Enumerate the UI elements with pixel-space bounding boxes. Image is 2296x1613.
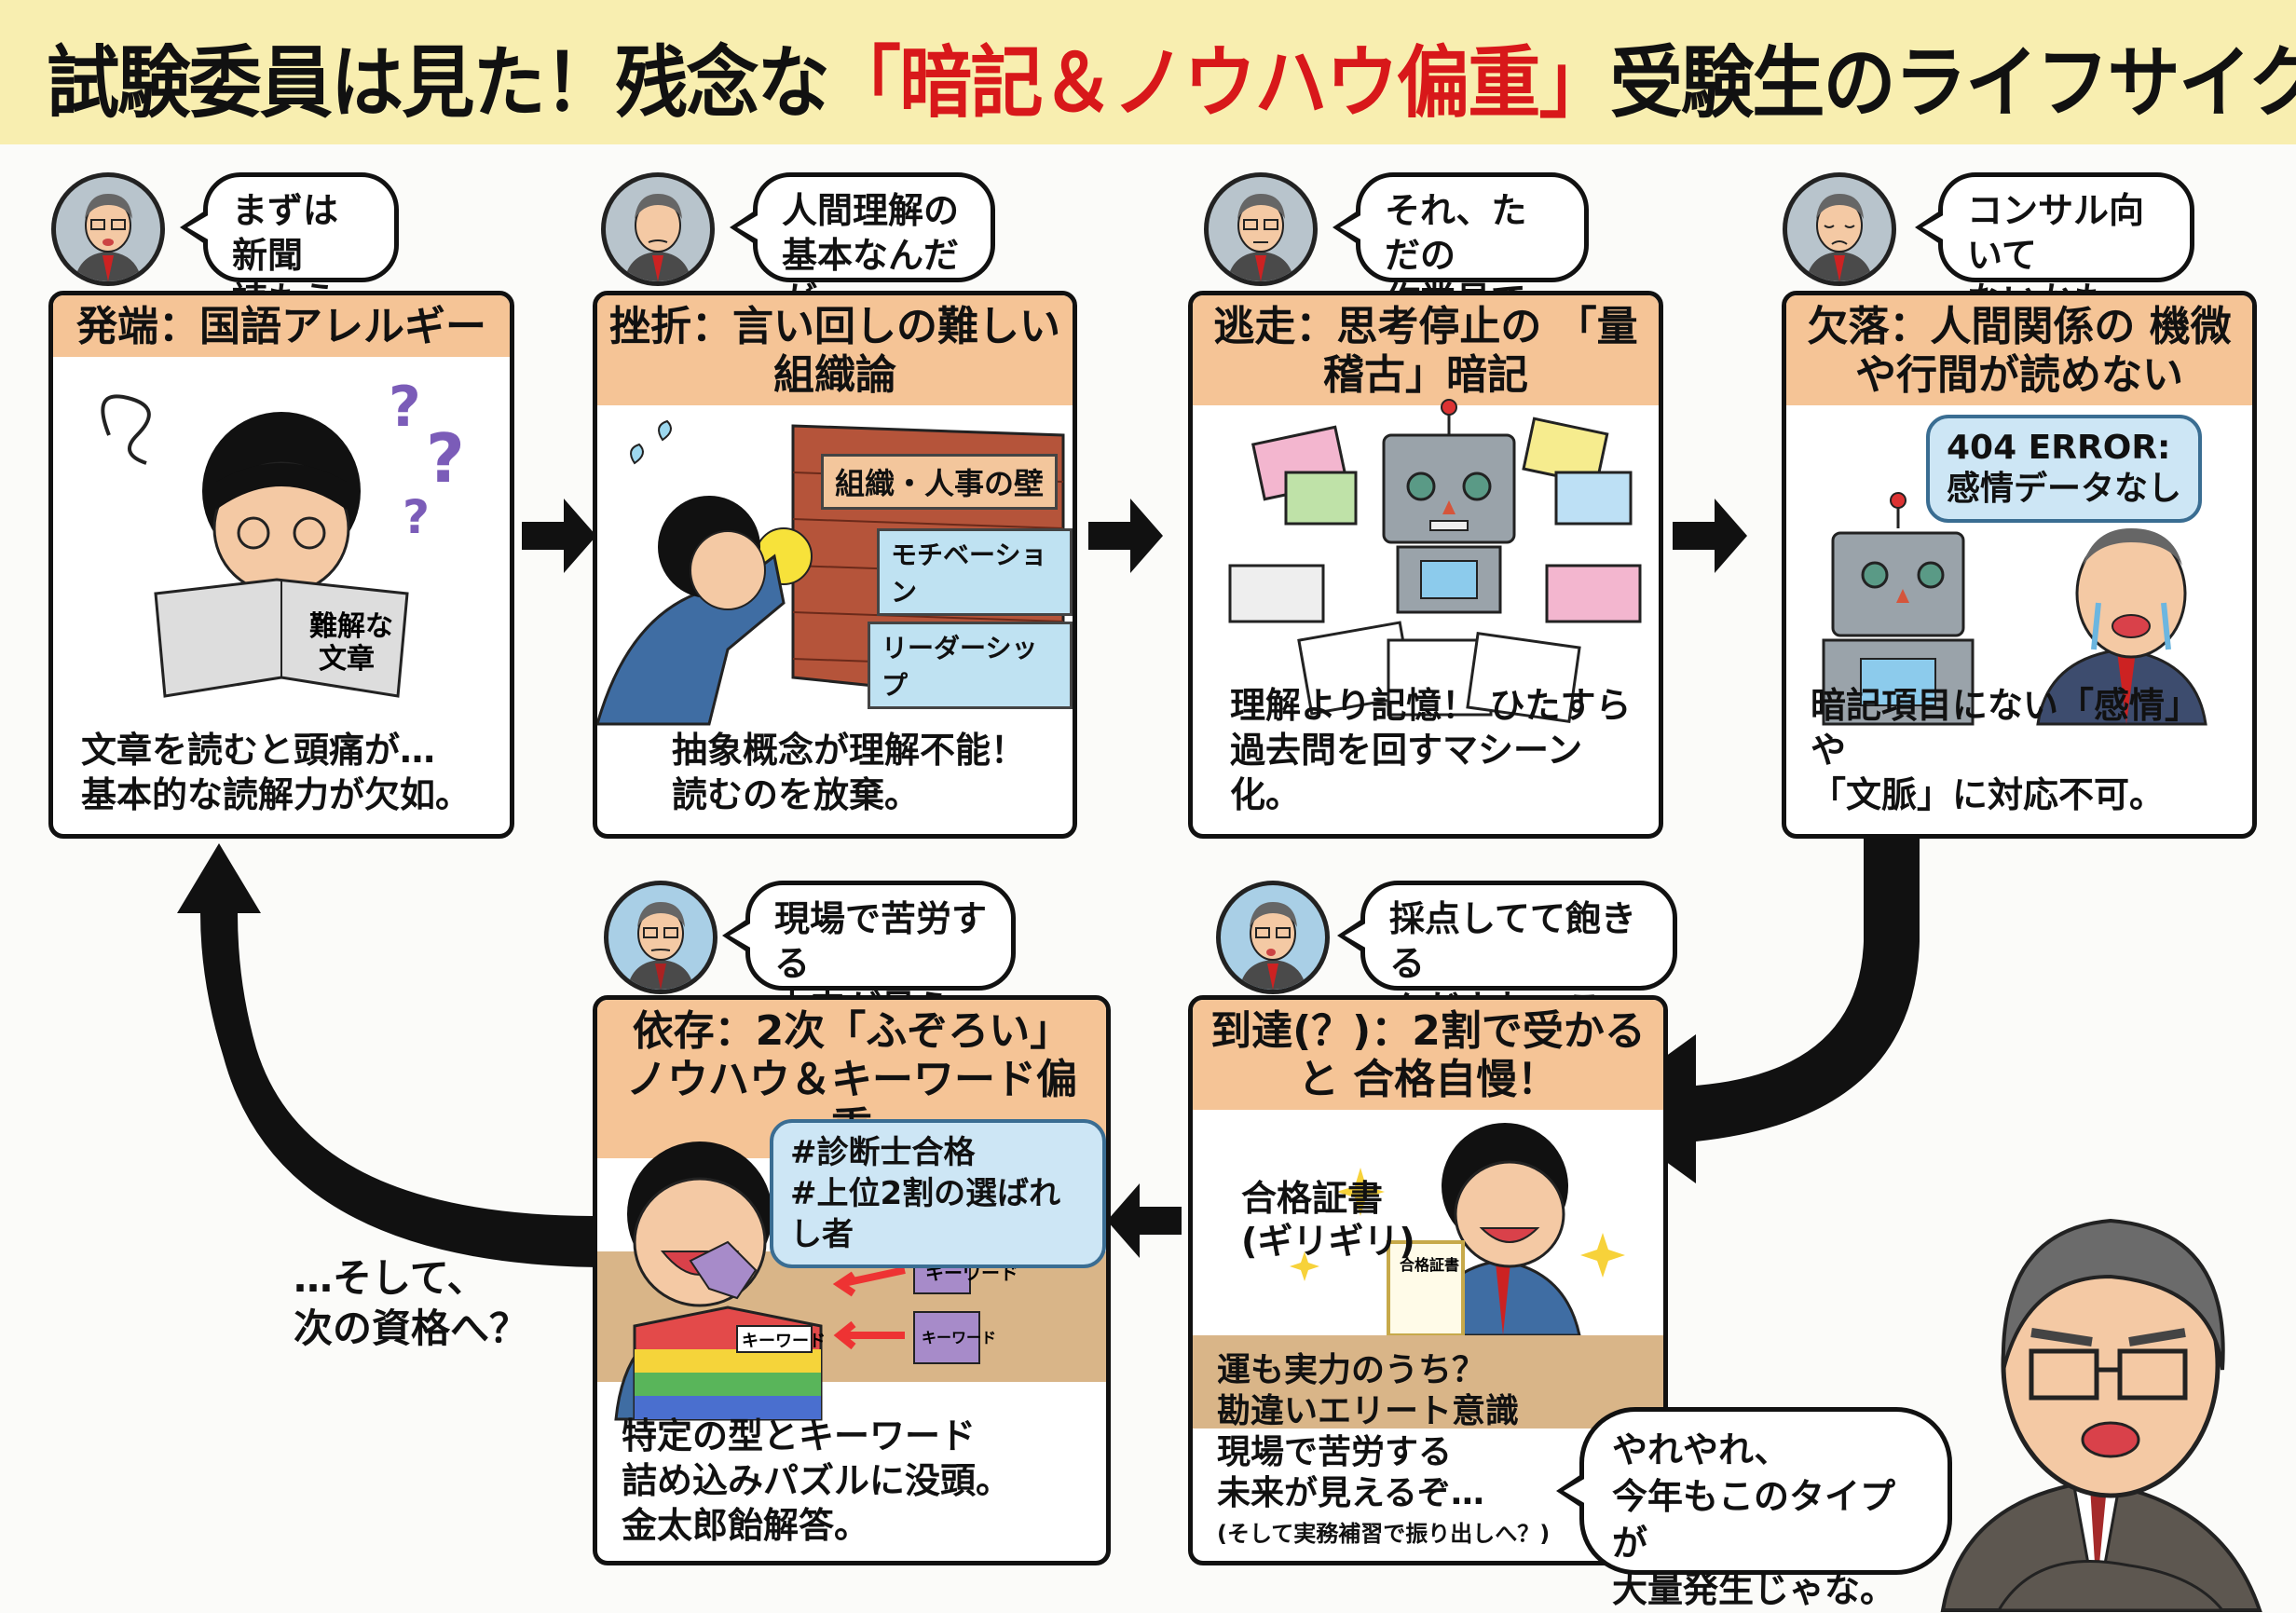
loop-text: …そして、 次の資格へ？ xyxy=(294,1255,529,1351)
flow-arrow-right-icon xyxy=(1088,499,1163,573)
examiner-avatar-6 xyxy=(604,881,718,994)
wall-label: 組織・人事の壁 xyxy=(821,454,1059,510)
paper-stack-icon xyxy=(1545,564,1642,623)
title-prefix: 試験委員は見た！残念な xyxy=(47,37,830,129)
stage-illustration: キーワード キーワード キーワード xyxy=(597,1112,1106,1421)
stage-caption-note: (そして実務補習で振り出しへ？) xyxy=(1217,1521,1551,1547)
sweat-drop-icon xyxy=(630,443,644,465)
examiner-speech-bubble-2: 人間理解の 基本なんだが… xyxy=(730,172,995,321)
puzzle-piece-icon xyxy=(913,1311,980,1364)
examiner-speech-bubble-3: それ、ただの 作業員では？ xyxy=(1332,172,1589,365)
title-suffix: 受験生のライフサイクル xyxy=(1609,37,2296,129)
stage-illustration xyxy=(1193,399,1659,724)
study-robot-illustration xyxy=(1228,399,1642,723)
certificate-text: 合格証書 xyxy=(1400,1256,1459,1274)
examiner-face-icon xyxy=(1239,902,1306,990)
stage-panel-dependence: 依存：2次「ふぞろい」 ノウハウ＆キーワード偏重 キーワード キーワード キーワ… xyxy=(593,995,1111,1565)
robot-head-icon xyxy=(1382,433,1516,544)
red-arrow-icon xyxy=(832,1266,906,1297)
examiner-face-icon xyxy=(1806,194,1873,281)
stage-illustration: 合格証書 xyxy=(1193,1112,1663,1337)
flow-arrow-right-icon xyxy=(522,499,596,573)
stage-heading: 発端：国語アレルギー xyxy=(53,295,510,357)
stage-caption: 暗記項目にない「感情」や 「文脈」に対応不可。 xyxy=(1811,685,2201,815)
stage-panel-escape: 逃走：思考停止の 「量稽古」暗記 理解より記憶！ ひたすら 過去問を回すマシーン… xyxy=(1188,291,1663,839)
paper-stack-icon xyxy=(1228,564,1325,623)
stage-panel-arrival: 到達(？)：2割で受かると 合格自慢！ 合格証書 合格証書 (ギリギリ) 運も実… xyxy=(1188,995,1668,1565)
stage-caption: 運も実力のうち？ 勘違いエリート意識 現場で苦労する 未来が見えるぞ… xyxy=(1217,1351,1520,1512)
sparkle-icon xyxy=(1336,1168,1385,1216)
stage-heading: 挫折：言い回しの難しい 組織論 xyxy=(597,295,1073,405)
robot-and-crying-man-illustration xyxy=(1822,492,2207,726)
page-title: 試験委員は見た！残念な「暗記＆ノウハウ偏重」受験生のライフサイクル xyxy=(47,21,2296,133)
examiner-final-speech-bubble: やれやれ、 今年もこのタイプが 大量発生じゃな。 xyxy=(1556,1407,1952,1610)
robot-head-icon xyxy=(1831,531,1965,637)
dizzy-swirl-icon xyxy=(101,394,151,465)
examiner-avatar-5 xyxy=(1216,881,1330,994)
flow-arrow-right-icon xyxy=(1673,499,1747,573)
proud-graduate-illustration: 合格証書 xyxy=(1290,1123,1625,1337)
examiner-speech-bubble-1: まずは新聞 読もうか？ xyxy=(180,172,399,365)
examiner-avatar-3 xyxy=(1204,172,1318,286)
certificate-icon xyxy=(1387,1240,1465,1337)
examiner-face-icon xyxy=(627,902,694,990)
sparkle-icon xyxy=(1580,1233,1625,1278)
stage-heading: 到達(？)：2割で受かると 合格自慢！ xyxy=(1193,1000,1663,1110)
examiner-avatar-1 xyxy=(51,172,165,286)
examiner-speech-bubble-4: コンサル向いて ないかも… xyxy=(1915,172,2194,321)
examiner-speech-bubble-6: 現場で苦労する 未来が見えぞ… xyxy=(722,881,1016,1073)
stage-heading: 逃走：思考停止の 「量稽古」暗記 xyxy=(1193,295,1659,405)
confused-reader-illustration: 難解な 文章 ? ? ? xyxy=(101,375,465,698)
robot-speech-bubble: 404 ERROR: 感情データなし xyxy=(1926,415,2203,523)
examiner-avatar-4 xyxy=(1783,172,1896,286)
certificate-label: 合格証書 (ギリギリ) xyxy=(1241,1178,1415,1262)
stage-panel-origin: 発端：国語アレルギー 難解な 文章 ? ? ? 文章を読むと頭痛が… 基本的な読… xyxy=(48,291,514,839)
examiner-face-icon xyxy=(75,194,142,281)
book-label: キーワード xyxy=(742,1332,826,1351)
stage-panel-lack: 欠落：人間関係の 機微や行間が読めない 404 ERROR: 感情データなし 暗… xyxy=(1782,291,2257,839)
stage-illustration xyxy=(1786,407,2252,726)
stage-panel-setback: 挫折：言い回しの難しい 組織論 組織・人事の壁 モチベーション リーダーシップ … xyxy=(593,291,1077,839)
stage-heading: 欠落：人間関係の 機微や行間が読めない xyxy=(1786,295,2252,405)
question-mark-icon: ? xyxy=(426,419,465,498)
examiner-speech-bubble-5: 採点してて飽きる んだよね、これ。 xyxy=(1337,881,1677,1073)
newspaper-text-line1: 難解な xyxy=(309,610,393,643)
keyword-puzzle-reader-illustration: キーワード キーワード キーワード xyxy=(614,1141,1018,1421)
sparkle-icon xyxy=(1290,1251,1319,1281)
puzzle-piece-icon xyxy=(689,1240,758,1300)
red-arrow-icon xyxy=(833,1320,905,1350)
flashcard-icon xyxy=(1284,471,1358,526)
flashcard-icon xyxy=(1554,471,1633,526)
examiner-face-icon xyxy=(1227,194,1294,281)
examiner-avatar-2 xyxy=(601,172,715,286)
title-bar: 試験委員は見た！残念な「暗記＆ノウハウ偏重」受験生のライフサイクル xyxy=(0,0,2296,144)
newspaper-text-line2: 文章 xyxy=(319,643,375,676)
hashtag-speech-bubble: #診断士合格 #上位2割の選ばれし者 xyxy=(770,1119,1106,1268)
wall-label: リーダーシップ xyxy=(868,622,1073,709)
flow-arrow-curve-down-left-icon xyxy=(1593,839,1920,1183)
question-mark-icon: ? xyxy=(403,490,430,544)
question-mark-icon: ? xyxy=(389,375,421,440)
flow-arrow-loop-back-icon xyxy=(177,843,596,1267)
examiner-portrait-icon xyxy=(1940,1218,2262,1612)
wall-label: モチベーション xyxy=(877,528,1073,616)
sweat-drop-icon xyxy=(658,419,672,442)
stage-caption: 抽象概念が理解不能！ 読むのを放棄。 xyxy=(672,730,1027,815)
title-accent: 「暗記＆ノウハウ偏重」 xyxy=(827,37,1612,129)
stage-caption: 文章を読むと頭痛が… 基本的な読解力が欠如。 xyxy=(81,730,472,815)
puzzle-label: キーワード xyxy=(922,1329,996,1346)
stage-caption: 理解より記憶！ ひたすら 過去問を回すマシーン化。 xyxy=(1230,685,1632,815)
examiner-face-icon xyxy=(624,194,691,281)
flow-arrow-left-icon xyxy=(1107,1183,1182,1258)
stage-illustration: 難解な 文章 ? ? ? xyxy=(53,370,510,715)
desk xyxy=(1193,1335,1663,1428)
stage-caption: 特定の型とキーワード 詰め込みパズルに没頭。 金太郎飴解答。 xyxy=(622,1415,1012,1546)
